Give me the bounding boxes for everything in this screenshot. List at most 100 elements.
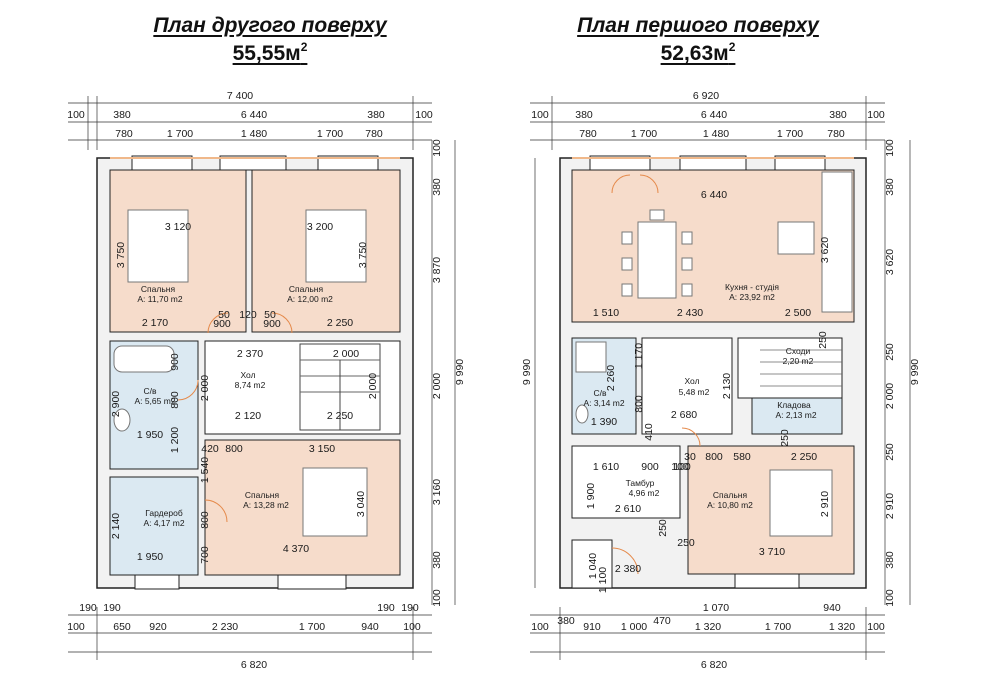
dim-label: 100 <box>67 109 85 121</box>
dim-label: 1 700 <box>777 128 803 140</box>
dim-label: 3 150 <box>309 443 335 455</box>
dim-label: 2 140 <box>110 513 122 539</box>
dim-label: 380 <box>575 109 593 121</box>
room-area: 2,20 m2 <box>783 356 814 366</box>
dim-label: 30 <box>684 451 696 463</box>
first-floor-plan <box>559 155 867 589</box>
room-name: Спальня <box>713 490 748 500</box>
room-area: А: 4,17 m2 <box>143 518 184 528</box>
room-name: Хол <box>684 376 699 386</box>
shower-tray <box>575 341 607 373</box>
sofa <box>777 221 815 255</box>
dim-label: 1 700 <box>299 621 325 633</box>
dim-label: 50 <box>264 309 276 321</box>
door-arc <box>207 312 229 334</box>
door-arc <box>271 312 293 334</box>
room-pantry <box>751 397 843 435</box>
dim-label: 2 170 <box>142 317 168 329</box>
dim-label: 920 <box>149 621 167 633</box>
dim-label: 900 <box>169 353 181 371</box>
dim-label: 2 250 <box>791 451 817 463</box>
first-floor-title: План першого поверху <box>577 14 819 37</box>
dim-label: 1 610 <box>593 461 619 473</box>
dim-label: 2 000 <box>884 383 896 409</box>
dim-label: 250 <box>657 519 669 537</box>
toilet <box>113 408 131 432</box>
dim-label: 800 <box>705 451 723 463</box>
window <box>277 574 347 590</box>
dim-label: 780 <box>579 128 597 140</box>
dim-label: 2 000 <box>431 373 443 399</box>
door-arc <box>681 427 701 447</box>
kitchen-counter <box>821 171 853 313</box>
dim-label: 1 390 <box>591 416 617 428</box>
dim-label: 250 <box>779 429 791 447</box>
dim-label: 3 160 <box>431 479 443 505</box>
dim-label: 9 990 <box>521 359 533 385</box>
bed-furniture <box>127 209 189 283</box>
room-area: А: 11,70 m2 <box>137 294 182 304</box>
dim-label: 1 070 <box>703 602 729 614</box>
dim-label: 6 440 <box>701 109 727 121</box>
dining-table <box>621 209 693 299</box>
room-area: А: 23,92 m2 <box>729 292 775 302</box>
dim-label: 900 <box>213 318 231 330</box>
dim-label: 9 990 <box>454 359 466 385</box>
room-name: Сходи <box>786 346 811 356</box>
dim-label: 190 <box>79 602 97 614</box>
dim-label: 800 <box>225 443 243 455</box>
room-area: А: 13,28 m2 <box>243 500 289 510</box>
room-area: 8,74 m2 <box>235 380 266 390</box>
dim-label: 2 370 <box>237 348 263 360</box>
dim-label: 2 250 <box>327 410 353 422</box>
dim-label: 380 <box>829 109 847 121</box>
window <box>219 155 287 171</box>
bed-furniture <box>769 469 833 537</box>
dim-label: 250 <box>884 443 896 461</box>
dim-label: 6 820 <box>241 659 267 671</box>
dim-label: 1 700 <box>167 128 193 140</box>
room-name: Хол <box>240 370 255 380</box>
dim-label: 1 320 <box>829 621 855 633</box>
dim-label: 1 320 <box>695 621 721 633</box>
dim-label: 9 990 <box>909 359 921 385</box>
dim-label: 3 710 <box>759 546 785 558</box>
dim-label: 2 680 <box>671 409 697 421</box>
dim-label: 190 <box>103 602 121 614</box>
dim-label: 4 370 <box>283 543 309 555</box>
dim-label: 100 <box>415 109 433 121</box>
room-name: Тамбур <box>626 478 655 488</box>
dim-label: 940 <box>361 621 379 633</box>
first-floor-area: 52,63м2 <box>660 40 736 65</box>
dim-label: 190 <box>401 602 419 614</box>
room-wardrobe <box>109 476 199 576</box>
dim-label: 2 380 <box>615 563 641 575</box>
dim-label: 1 700 <box>631 128 657 140</box>
dim-label: 6 440 <box>701 189 727 201</box>
window <box>589 155 651 171</box>
dim-label: 2 430 <box>677 307 703 319</box>
dim-label: 3 750 <box>357 242 369 268</box>
dim-label: 6 820 <box>701 659 727 671</box>
dim-label: 420 <box>201 443 219 455</box>
dim-label: 100 <box>403 621 421 633</box>
dim-label: 250 <box>817 331 829 349</box>
dim-label: 1 510 <box>593 307 619 319</box>
room-vestibule <box>571 445 681 519</box>
first-dim-lines <box>530 96 911 660</box>
dim-label: 250 <box>884 343 896 361</box>
room-name: Спальня <box>141 284 176 294</box>
dim-label: 2 000 <box>367 373 379 399</box>
dim-label: 1 700 <box>765 621 791 633</box>
room-name: Спальня <box>245 490 280 500</box>
dim-label: 1 540 <box>199 457 211 483</box>
door-arc <box>204 499 228 523</box>
window <box>774 155 826 171</box>
dim-label: 1 040 <box>587 553 599 579</box>
dim-label: 800 <box>633 395 645 413</box>
room-area: А: 12,00 m2 <box>287 294 333 304</box>
dim-label: 2 500 <box>785 307 811 319</box>
room-area: А: 3,14 m2 <box>583 398 624 408</box>
dim-label: 3 620 <box>884 249 896 275</box>
